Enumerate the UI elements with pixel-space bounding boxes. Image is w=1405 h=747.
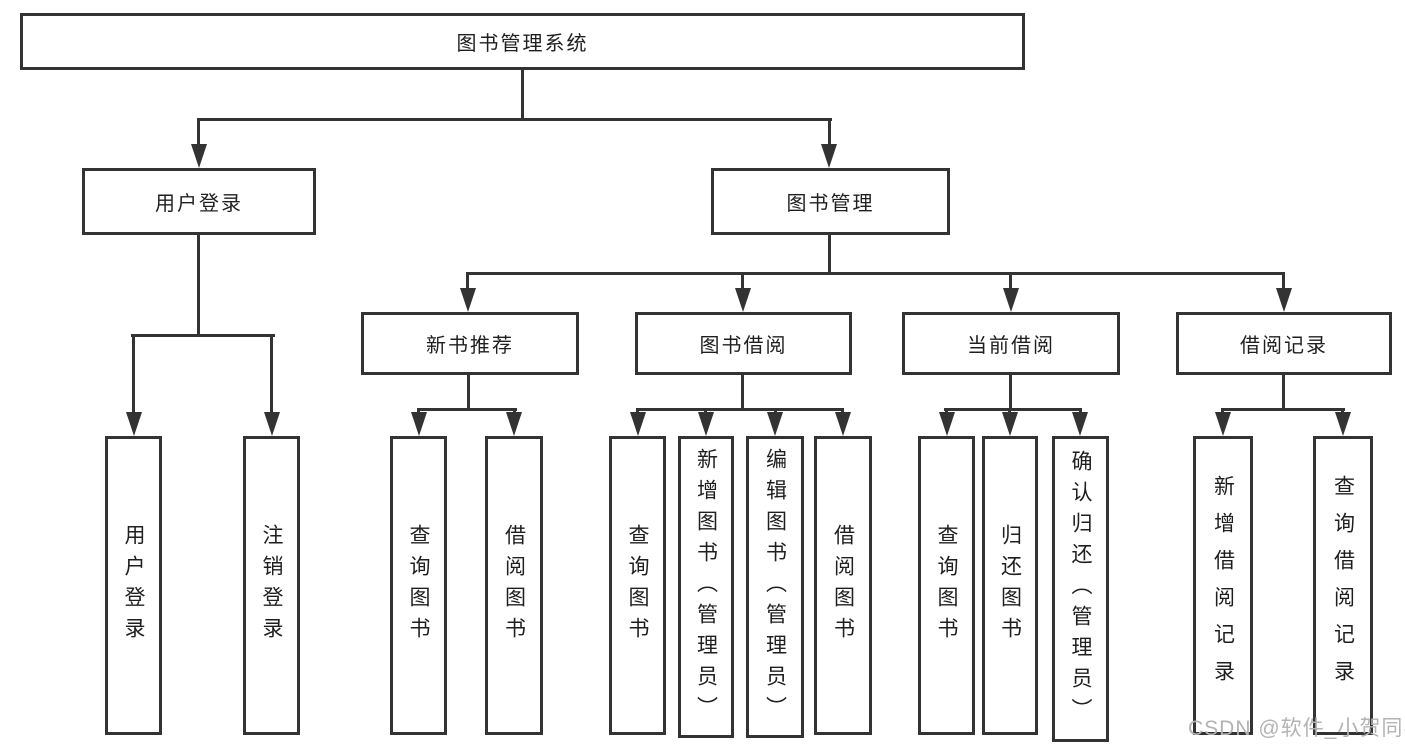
node-leaf-user-login: 用户登录 (105, 436, 162, 735)
connector-line (270, 334, 273, 414)
arrow-down-icon (767, 412, 783, 436)
node-leaf-query-borrow-record: 查询借阅记录 (1313, 436, 1373, 735)
connector-line (1221, 408, 1345, 411)
connector-line (417, 408, 517, 411)
node-leaf-label: 查询图书 (935, 523, 958, 648)
csdn-watermark: CSDN @软件_小贺同学 (1188, 717, 1405, 740)
node-module-label: 当前借阅 (967, 335, 1055, 357)
arrow-down-icon (1215, 412, 1231, 436)
node-branch-label: 图书管理 (786, 193, 875, 215)
connector-line (1282, 272, 1285, 292)
node-leaf-label: 归还图书 (998, 523, 1022, 648)
node-leaf-add-books-admin: 新增图书（管理员） (678, 436, 734, 738)
arrow-down-icon (1003, 288, 1019, 312)
node-branch-user-login: 用户登录 (82, 168, 316, 235)
arrow-down-icon (1072, 412, 1088, 436)
arrow-down-icon (411, 412, 427, 436)
connector-line (466, 272, 1285, 275)
node-leaf-confirm-return-admin: 确认归还（管理员） (1052, 436, 1109, 742)
node-branch-label: 用户登录 (155, 193, 243, 215)
node-leaf-label: 查询图书 (626, 523, 649, 648)
connector-line (197, 235, 200, 334)
node-module-book-borrow: 图书借阅 (635, 312, 852, 375)
node-module-label: 借阅记录 (1240, 335, 1328, 357)
connector-line (132, 334, 135, 414)
connector-line (197, 118, 200, 148)
arrow-down-icon (506, 412, 522, 436)
node-leaf-label: 新增借阅记录 (1211, 474, 1235, 697)
arrow-down-icon (126, 412, 142, 436)
arrow-down-icon (1276, 288, 1292, 312)
node-module-label: 新书推荐 (426, 335, 514, 357)
arrow-down-icon (460, 288, 476, 312)
node-root: 图书管理系统 (20, 13, 1025, 70)
node-branch-book-management: 图书管理 (711, 168, 950, 235)
connector-line (131, 334, 275, 337)
connector-line (197, 118, 832, 121)
connector-line (828, 118, 831, 148)
arrow-down-icon (939, 412, 955, 436)
connector-line (1282, 375, 1285, 408)
node-leaf-label: 新增图书（管理员） (694, 447, 718, 727)
node-leaf-borrow-books: 借阅图书 (814, 436, 872, 735)
connector-line (741, 375, 744, 408)
node-module-current-borrow: 当前借阅 (902, 312, 1120, 375)
node-leaf-label: 查询借阅记录 (1331, 474, 1355, 697)
node-leaf-return-books: 归还图书 (982, 436, 1038, 735)
node-leaf-label: 确认归还（管理员） (1069, 449, 1092, 729)
node-module-new-book-recommend: 新书推荐 (361, 312, 579, 375)
node-leaf-label: 借阅图书 (502, 523, 526, 648)
node-leaf-label: 用户登录 (122, 523, 145, 648)
arrow-down-icon (735, 288, 751, 312)
node-leaf-query-books: 查询图书 (609, 436, 666, 735)
connector-line (944, 408, 1081, 411)
connector-line (1009, 375, 1012, 408)
node-leaf-label: 注销登录 (260, 523, 283, 648)
node-leaf-borrow-books: 借阅图书 (485, 436, 543, 735)
arrow-down-icon (821, 144, 837, 168)
node-leaf-edit-books-admin: 编辑图书（管理员） (746, 436, 804, 738)
arrow-down-icon (630, 412, 646, 436)
arrow-down-icon (1002, 412, 1018, 436)
connector-line (467, 375, 470, 408)
node-leaf-query-books: 查询图书 (918, 436, 975, 735)
arrow-down-icon (1335, 412, 1351, 436)
arrow-down-icon (191, 144, 207, 168)
connector-line (636, 408, 844, 411)
node-leaf-query-books: 查询图书 (390, 436, 447, 735)
node-leaf-add-borrow-record: 新增借阅记录 (1193, 436, 1253, 735)
node-leaf-label: 查询图书 (407, 523, 430, 648)
arrow-down-icon (835, 412, 851, 436)
arrow-down-icon (264, 412, 280, 436)
node-module-label: 图书借阅 (699, 335, 788, 357)
node-leaf-label: 借阅图书 (831, 523, 855, 648)
connector-line (1009, 272, 1012, 292)
node-root-label: 图书管理系统 (456, 33, 589, 55)
node-leaf-label: 编辑图书（管理员） (763, 447, 787, 727)
arrow-down-icon (698, 412, 714, 436)
connector-line (466, 272, 469, 292)
connector-line (521, 70, 524, 118)
connector-line (828, 235, 831, 272)
node-module-borrow-records: 借阅记录 (1176, 312, 1392, 375)
node-leaf-logout: 注销登录 (243, 436, 300, 735)
connector-line (741, 272, 744, 292)
